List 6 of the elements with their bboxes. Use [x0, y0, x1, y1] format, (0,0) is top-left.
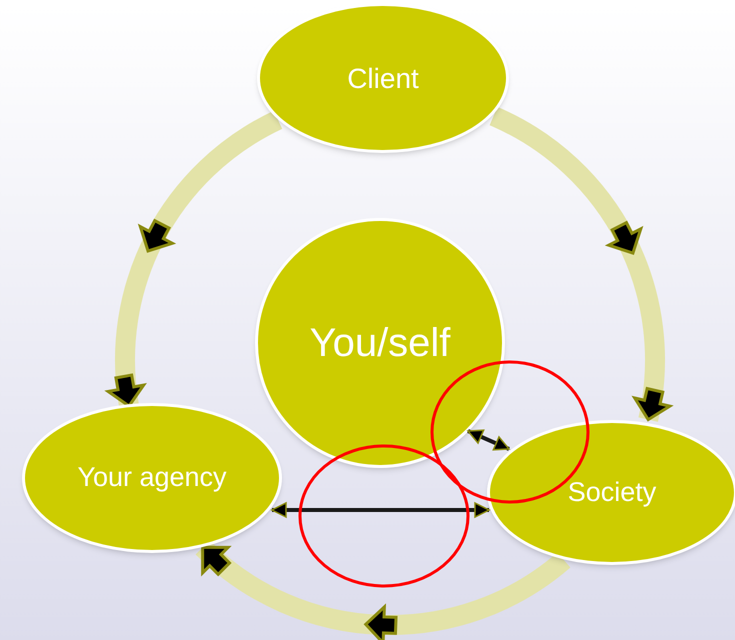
node-label: Client — [347, 62, 419, 96]
double-arrow — [467, 429, 510, 451]
node-label: Society — [568, 476, 656, 509]
node-label: Your agency — [77, 461, 227, 494]
double-arrow — [271, 502, 490, 518]
node-label: You/self — [310, 320, 450, 367]
